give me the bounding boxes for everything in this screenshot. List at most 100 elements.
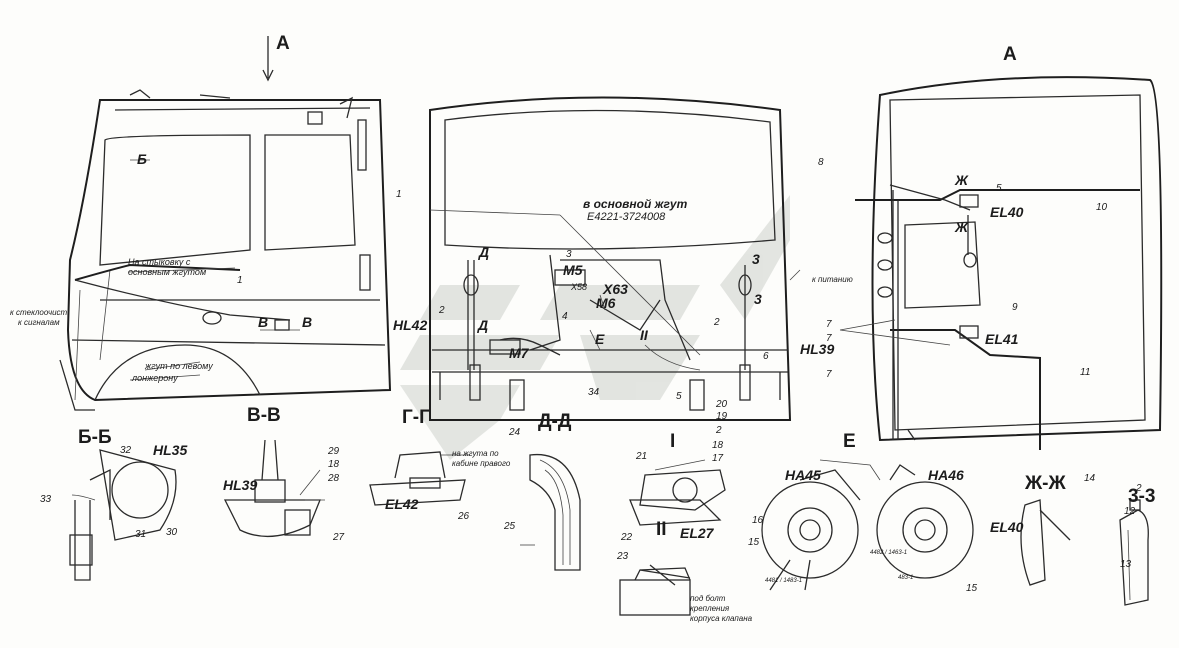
callout-10: 10 — [1096, 202, 1108, 213]
callout-34: 34 — [588, 387, 600, 398]
label-x63: X63 — [603, 281, 628, 297]
callout-12: 12 — [1124, 506, 1136, 517]
callout-5: 5 — [676, 391, 682, 402]
note-right-harness-2: кабине правого — [452, 459, 511, 468]
callout-27: 27 — [333, 532, 345, 543]
label-el27: EL27 — [680, 525, 714, 541]
note-main-harness: в основной жгут — [583, 197, 688, 211]
callout-19: 19 — [716, 411, 728, 422]
callout-2b: 2 — [714, 317, 720, 328]
label-x58: X58 — [571, 282, 588, 292]
section-gg — [369, 451, 470, 506]
callout-7a: 7 — [826, 319, 832, 330]
note-bolt-1: под болт — [690, 594, 726, 603]
callout-23: 23 — [617, 551, 629, 562]
label-el40-section: EL40 — [990, 519, 1024, 535]
callout-1: 1 — [237, 275, 243, 286]
label-hl39: HL39 — [800, 341, 835, 357]
cut-mark-z1: 3 — [752, 251, 760, 267]
note-to-main-harness-1: На стыковку с — [128, 257, 191, 267]
cut-mark-z2: 3 — [754, 291, 762, 307]
callout-21: 21 — [636, 451, 648, 462]
note-part-number: E4221-3724008 — [587, 211, 666, 223]
note-wire-3: 483-1 — [898, 575, 914, 581]
cut-mark-v1: В — [258, 314, 269, 330]
callout-29: 29 — [328, 446, 340, 457]
note-bolt-2: крепления — [690, 604, 730, 613]
note-wire-2: 4482 / 1463-1 — [870, 550, 908, 556]
callout-6: 6 — [763, 351, 769, 362]
section-zhzh — [1020, 499, 1071, 586]
label-ha45: HA45 — [785, 467, 821, 483]
cut-mark-d2: Д — [478, 317, 489, 333]
label-m6: M6 — [596, 295, 616, 311]
note-wire-1: 4481 / 1483-1 — [765, 578, 803, 584]
cut-mark-e: Е — [595, 331, 605, 347]
section-vv-title: В-В — [247, 405, 281, 426]
callout-31: 31 — [135, 529, 147, 540]
callout-11: 11 — [1080, 367, 1091, 378]
cut-mark-b: Б — [137, 151, 147, 167]
note-washer-2: к сигналам — [18, 318, 60, 327]
view-ii-title: II — [656, 519, 667, 540]
cab-rear-view — [429, 96, 801, 421]
label-m5: M5 — [563, 262, 583, 278]
callout-18: 18 — [712, 440, 724, 451]
callout-25: 25 — [504, 521, 516, 532]
callout-16: 16 — [752, 515, 764, 526]
callout-5b: 5 — [996, 183, 1002, 194]
section-dd-title: Д-Д — [538, 411, 572, 432]
callout-33: 33 — [40, 494, 52, 505]
callout-7c: 7 — [826, 369, 832, 380]
callout-8: 8 — [818, 157, 824, 168]
note-left-harness-1: жгут по левому — [145, 361, 213, 371]
callout-15a: 15 — [748, 537, 760, 548]
callout-26: 26 — [458, 511, 470, 522]
callout-17: 17 — [712, 453, 724, 464]
section-bb — [69, 449, 177, 581]
section-gg-title: Г-Г — [402, 407, 430, 428]
label-hl35: HL35 — [153, 442, 188, 458]
section-33-title: 3-3 — [1128, 486, 1156, 507]
label-ha46: HA46 — [928, 467, 964, 483]
label-el41: EL41 — [985, 331, 1019, 347]
view-a-panel — [839, 76, 1163, 450]
callout-13: 13 — [1120, 559, 1132, 570]
section-dd — [520, 453, 581, 571]
callout-30: 30 — [166, 527, 178, 538]
label-el42: EL42 — [385, 496, 419, 512]
note-right-harness-1: на жгута по — [452, 449, 499, 458]
label-m7: M7 — [509, 345, 529, 361]
note-left-harness-2: лонжерону — [132, 373, 178, 383]
callout-24: 24 — [509, 427, 521, 438]
label-hl42: HL42 — [393, 317, 428, 333]
bolt-bracket — [619, 564, 691, 616]
section-vv — [223, 439, 325, 538]
cut-mark-ii: II — [640, 327, 648, 343]
callout-28: 28 — [328, 473, 340, 484]
section-zhzh-title: Ж-Ж — [1025, 473, 1066, 494]
callout-22: 22 — [621, 532, 633, 543]
callout-32: 32 — [120, 445, 132, 456]
callout-7b: 7 — [826, 333, 832, 344]
label-el40: EL40 — [990, 204, 1024, 220]
view-e-horns — [761, 459, 974, 591]
view-arrow-a-label: А — [276, 33, 290, 54]
callout-14: 14 — [1084, 473, 1096, 484]
view-a-title: А — [1003, 44, 1017, 65]
note-to-power: к питанию — [812, 275, 853, 284]
note-washer-1: к стеклоочист. — [10, 308, 70, 317]
callout-2: 2 — [439, 305, 445, 316]
callout-2d: 2 — [1136, 483, 1142, 494]
section-bb-title: Б-Б — [78, 427, 112, 448]
view-i-lamp — [629, 459, 726, 526]
view-i-title: I — [670, 431, 676, 452]
callout-3: 3 — [566, 249, 572, 260]
note-to-main-harness-2: основным жгутом — [128, 267, 207, 277]
callout-18b: 18 — [328, 459, 340, 470]
callout-9: 9 — [1012, 302, 1018, 313]
callout-15b: 15 — [966, 583, 978, 594]
callout-4: 4 — [562, 311, 568, 322]
